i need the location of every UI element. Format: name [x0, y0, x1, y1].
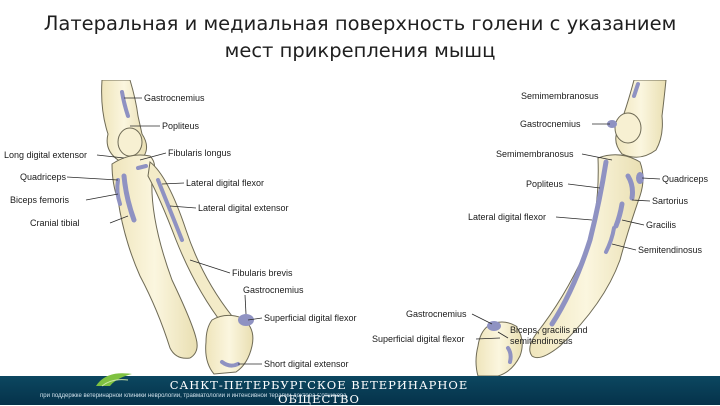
anatomy-illustration: Gastrocnemius Popliteus Long digital ext… [0, 80, 720, 376]
slide-title: Латеральная и медиальная поверхность гол… [20, 10, 700, 64]
lateral-view: Gastrocnemius Popliteus Long digital ext… [4, 80, 357, 374]
society-name: САНКТ-ПЕТЕРБУРГСКОЕ ВЕТЕРИНАРНОЕ ОБЩЕСТВ… [138, 378, 500, 406]
label-fibularis-longus: Fibularis longus [168, 148, 232, 158]
medial-femur [607, 80, 666, 157]
label-lateral-digital-extensor: Lateral digital extensor [198, 203, 289, 213]
medial-view: Semimembranosus Gastrocnemius Semimembra… [372, 80, 709, 376]
society-logo-icon [92, 368, 136, 388]
leg-bones-figure: Gastrocnemius Popliteus Long digital ext… [0, 80, 720, 376]
label-semitendinosus: Semitendinosus [638, 245, 703, 255]
label-gastrocnemius-medial: Gastrocnemius [520, 119, 581, 129]
label-lateral-digital-flexor-medial: Lateral digital flexor [468, 212, 546, 222]
label-superficial-digital-flexor: Superficial digital flexor [264, 313, 357, 323]
clinic-subline: при поддержке ветеринарной клиники невро… [40, 393, 480, 399]
label-lateral-digital-flexor: Lateral digital flexor [186, 178, 264, 188]
label-gastrocnemius-lower: Gastrocnemius [243, 285, 304, 295]
label-biceps-gracilis: Biceps, gracilis and [510, 325, 588, 335]
label-quadriceps: Quadriceps [20, 172, 67, 182]
label-cranial-tibial: Cranial tibial [30, 218, 80, 228]
label-gastrocnemius-medial-lower: Gastrocnemius [406, 309, 467, 319]
title-band: Латеральная и медиальная поверхность гол… [0, 0, 720, 80]
footer-banner: САНКТ-ПЕТЕРБУРГСКОЕ ВЕТЕРИНАРНОЕ ОБЩЕСТВ… [0, 376, 720, 405]
label-superficial-digital-flexor-medial: Superficial digital flexor [372, 334, 465, 344]
label-fibularis-brevis: Fibularis brevis [232, 268, 293, 278]
label-long-digital-extensor: Long digital extensor [4, 150, 87, 160]
label-short-digital-extensor: Short digital extensor [264, 359, 349, 369]
label-popliteus: Popliteus [162, 121, 200, 131]
label-gracilis: Gracilis [646, 220, 677, 230]
label-quadriceps-medial: Quadriceps [662, 174, 709, 184]
label-semitendinosus-lower: semitendinosus [510, 336, 573, 346]
label-semimembranosus: Semimembranosus [496, 149, 574, 159]
lateral-femur [102, 80, 147, 162]
label-gastrocnemius: Gastrocnemius [144, 93, 205, 103]
label-biceps-femoris: Biceps femoris [10, 195, 70, 205]
label-sartorius: Sartorius [652, 196, 689, 206]
label-semimembranosus-top: Semimembranosus [521, 91, 599, 101]
lateral-tarsus [206, 314, 254, 374]
label-popliteus-medial: Popliteus [526, 179, 564, 189]
